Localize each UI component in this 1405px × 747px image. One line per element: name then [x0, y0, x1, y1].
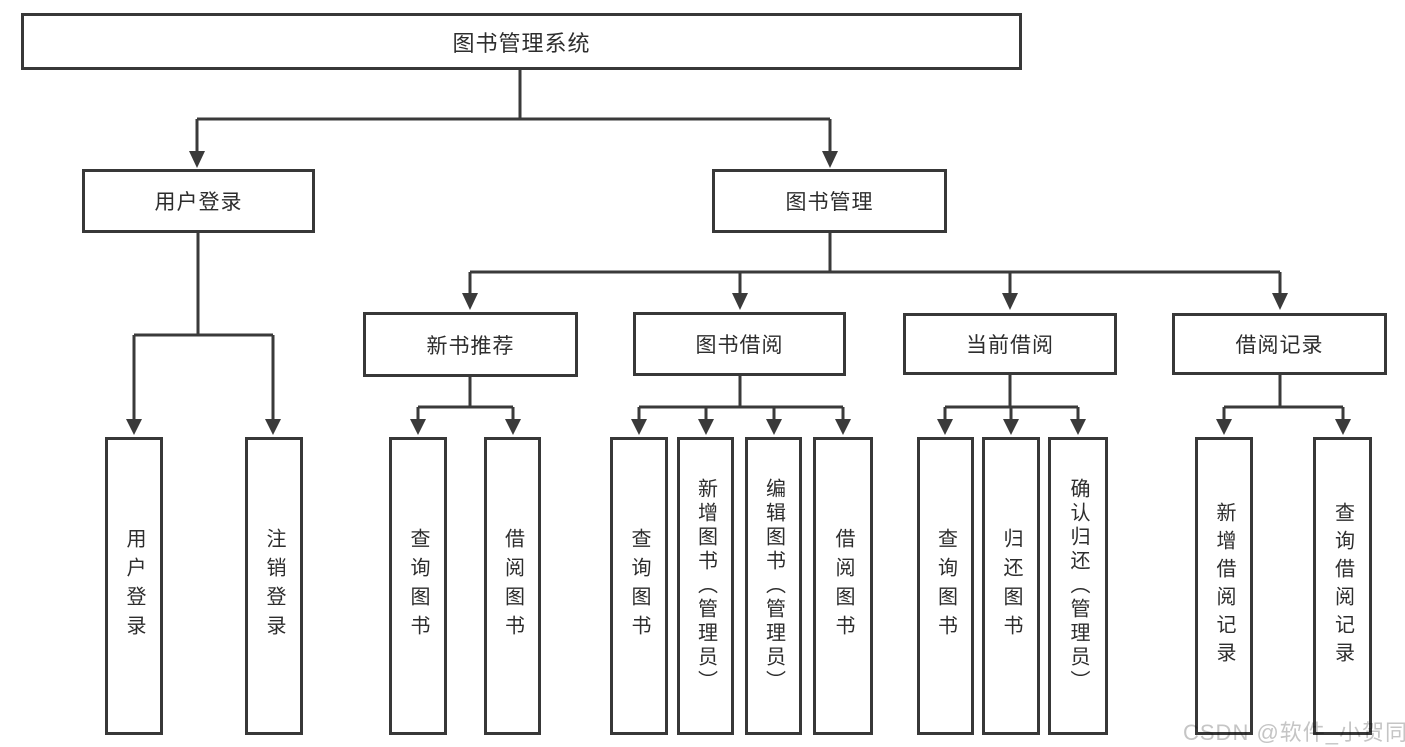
leaf-logout: 注销登录 [245, 437, 303, 735]
leaf-label: 确认归还（管理员） [1067, 478, 1089, 694]
leaf-label: 查询借阅记录 [1331, 502, 1354, 670]
leaf-edit-book-admin: 编辑图书（管理员） [745, 437, 802, 735]
leaf-query-borrow-record: 查询借阅记录 [1313, 437, 1372, 735]
node-label: 新书推荐 [426, 334, 515, 358]
leaf-query-book-recommend: 查询图书 [389, 437, 447, 735]
connector-current-borrow-to-leaves [943, 375, 1080, 419]
connector-new-book-to-leaves [416, 377, 515, 419]
leaf-label: 借阅图书 [501, 528, 524, 644]
arrowheads [126, 151, 1351, 435]
node-library-management-system: 图书管理系统 [21, 13, 1022, 70]
node-user-login-module: 用户登录 [82, 169, 315, 233]
leaf-label: 借阅图书 [832, 528, 854, 644]
leaf-add-borrow-record: 新增借阅记录 [1195, 437, 1253, 735]
leaf-query-book-current: 查询图书 [917, 437, 974, 735]
node-label: 当前借阅 [966, 334, 1054, 357]
leaf-label: 编辑图书（管理员） [762, 478, 785, 694]
leaf-borrow-book: 借阅图书 [813, 437, 873, 735]
node-current-borrowing: 当前借阅 [903, 313, 1117, 375]
connector-root-to-level1 [195, 70, 832, 152]
node-book-management-module: 图书管理 [712, 169, 947, 233]
leaf-add-book-admin: 新增图书（管理员） [677, 437, 734, 735]
leaf-label: 查询图书 [407, 528, 429, 644]
connector-book-mgmt-to-level2 [468, 233, 1282, 294]
csdn-watermark: CSDN @软件_小贺同学 [1183, 720, 1405, 745]
leaf-label: 新增图书（管理员） [694, 478, 717, 694]
node-label: 借阅记录 [1235, 334, 1324, 357]
leaf-user-login: 用户登录 [105, 437, 163, 735]
leaf-borrow-book-recommend: 借阅图书 [484, 437, 541, 735]
leaf-confirm-return-admin: 确认归还（管理员） [1048, 437, 1108, 735]
node-label: 图书借阅 [695, 334, 784, 357]
leaf-label: 归还图书 [1000, 528, 1022, 644]
leaf-label: 用户登录 [123, 528, 145, 644]
node-label: 图书管理 [785, 191, 874, 214]
leaf-label: 新增借阅记录 [1213, 502, 1235, 670]
leaf-label: 查询图书 [934, 528, 957, 644]
leaf-return-book: 归还图书 [982, 437, 1040, 735]
node-label: 图书管理系统 [452, 30, 591, 56]
node-borrowing-records: 借阅记录 [1172, 313, 1387, 375]
connector-book-borrow-to-leaves [637, 376, 845, 419]
connector-borrow-record-to-leaves [1222, 375, 1345, 419]
node-label: 用户登录 [154, 191, 243, 214]
leaf-label: 查询图书 [628, 528, 650, 644]
node-new-book-recommendation: 新书推荐 [363, 312, 578, 377]
leaf-label: 注销登录 [263, 528, 285, 644]
leaf-query-book-borrowing: 查询图书 [610, 437, 668, 735]
node-book-borrowing: 图书借阅 [633, 312, 846, 376]
connector-user-login-to-leaves [132, 233, 275, 419]
